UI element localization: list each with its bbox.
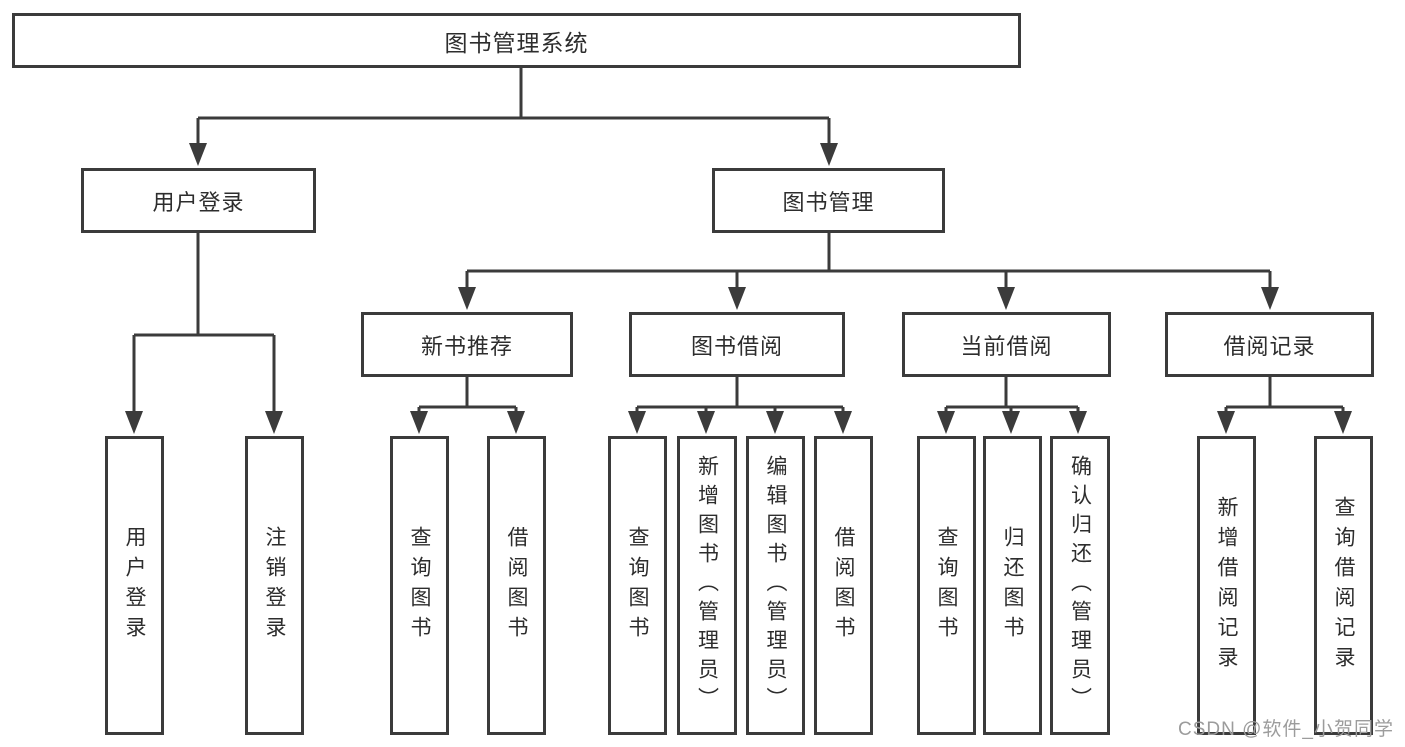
leaf-user-login-label: 用户登录 bbox=[123, 525, 146, 646]
connector-book-management-to-level3 bbox=[465, 233, 1272, 292]
arrowhead bbox=[1334, 411, 1352, 434]
arrowhead bbox=[1002, 411, 1020, 434]
arrowhead bbox=[1261, 287, 1279, 310]
watermark: CSDN @软件_小贺同学 bbox=[1178, 719, 1394, 740]
leaf-query-books-recommend-label: 查询图书 bbox=[408, 525, 431, 646]
leaf-return-book: 归还图书 bbox=[983, 436, 1042, 735]
node-new-book-recommend: 新书推荐 bbox=[361, 312, 573, 377]
leaf-confirm-return-admin-label: 确认归还（管理员） bbox=[1068, 455, 1092, 716]
leaf-query-books-borrowing-label: 查询图书 bbox=[626, 525, 649, 646]
leaf-add-borrow-record: 新增借阅记录 bbox=[1197, 436, 1256, 735]
node-book-management: 图书管理 bbox=[712, 168, 945, 233]
node-root: 图书管理系统 bbox=[12, 13, 1021, 68]
connector-user-login-to-leaves bbox=[132, 233, 276, 418]
leaf-add-book-admin: 新增图书（管理员） bbox=[677, 436, 737, 735]
node-new-book-recommend-label: 新书推荐 bbox=[420, 333, 513, 359]
leaf-borrow-books-label: 借阅图书 bbox=[832, 525, 855, 646]
arrowhead bbox=[728, 287, 746, 310]
node-book-management-label: 图书管理 bbox=[782, 189, 875, 215]
leaf-user-login: 用户登录 bbox=[105, 436, 164, 735]
leaf-query-books-current: 查询图书 bbox=[917, 436, 976, 735]
node-book-borrowing-label: 图书借阅 bbox=[690, 333, 783, 359]
leaf-borrow-books-recommend: 借阅图书 bbox=[487, 436, 546, 735]
leaf-add-book-admin-label: 新增图书（管理员） bbox=[695, 455, 719, 716]
node-borrowing-records: 借阅记录 bbox=[1165, 312, 1374, 377]
arrowhead bbox=[265, 411, 283, 434]
leaf-edit-book-admin-label: 编辑图书（管理员） bbox=[764, 455, 787, 716]
node-root-label: 图书管理系统 bbox=[444, 29, 589, 56]
leaf-edit-book-admin: 编辑图书（管理员） bbox=[746, 436, 805, 735]
arrowhead bbox=[507, 411, 525, 434]
node-borrowing-records-label: 借阅记录 bbox=[1223, 333, 1316, 359]
node-current-borrowing: 当前借阅 bbox=[902, 312, 1111, 377]
leaf-query-books-borrowing: 查询图书 bbox=[608, 436, 667, 735]
arrowhead bbox=[820, 143, 838, 166]
arrowhead bbox=[1217, 411, 1235, 434]
arrowhead bbox=[1069, 411, 1087, 434]
connector-root-to-level2 bbox=[196, 68, 831, 150]
arrowhead bbox=[697, 411, 715, 434]
leaf-query-borrow-record: 查询借阅记录 bbox=[1314, 436, 1373, 735]
arrowhead bbox=[937, 411, 955, 434]
leaf-return-book-label: 归还图书 bbox=[1001, 525, 1024, 646]
arrowhead bbox=[410, 411, 428, 434]
leaf-query-books-recommend: 查询图书 bbox=[390, 436, 449, 735]
arrowhead bbox=[125, 411, 143, 434]
connector-level3-to-leaves bbox=[417, 377, 1345, 418]
leaf-confirm-return-admin: 确认归还（管理员） bbox=[1050, 436, 1110, 735]
leaf-add-borrow-record-label: 新增借阅记录 bbox=[1215, 495, 1238, 676]
arrowhead bbox=[834, 411, 852, 434]
arrowhead bbox=[628, 411, 646, 434]
arrowhead bbox=[766, 411, 784, 434]
node-user-login-label: 用户登录 bbox=[152, 189, 245, 215]
leaf-logout-label: 注销登录 bbox=[263, 525, 286, 646]
leaf-logout: 注销登录 bbox=[245, 436, 304, 735]
arrowhead bbox=[458, 287, 476, 310]
node-book-borrowing: 图书借阅 bbox=[629, 312, 845, 377]
leaf-borrow-books-recommend-label: 借阅图书 bbox=[505, 525, 528, 646]
arrowhead bbox=[997, 287, 1015, 310]
leaf-query-books-current-label: 查询图书 bbox=[935, 525, 958, 646]
arrowhead bbox=[189, 143, 207, 166]
node-current-borrowing-label: 当前借阅 bbox=[960, 333, 1053, 359]
leaf-query-borrow-record-label: 查询借阅记录 bbox=[1332, 495, 1355, 676]
node-user-login: 用户登录 bbox=[81, 168, 316, 233]
leaf-borrow-books: 借阅图书 bbox=[814, 436, 873, 735]
